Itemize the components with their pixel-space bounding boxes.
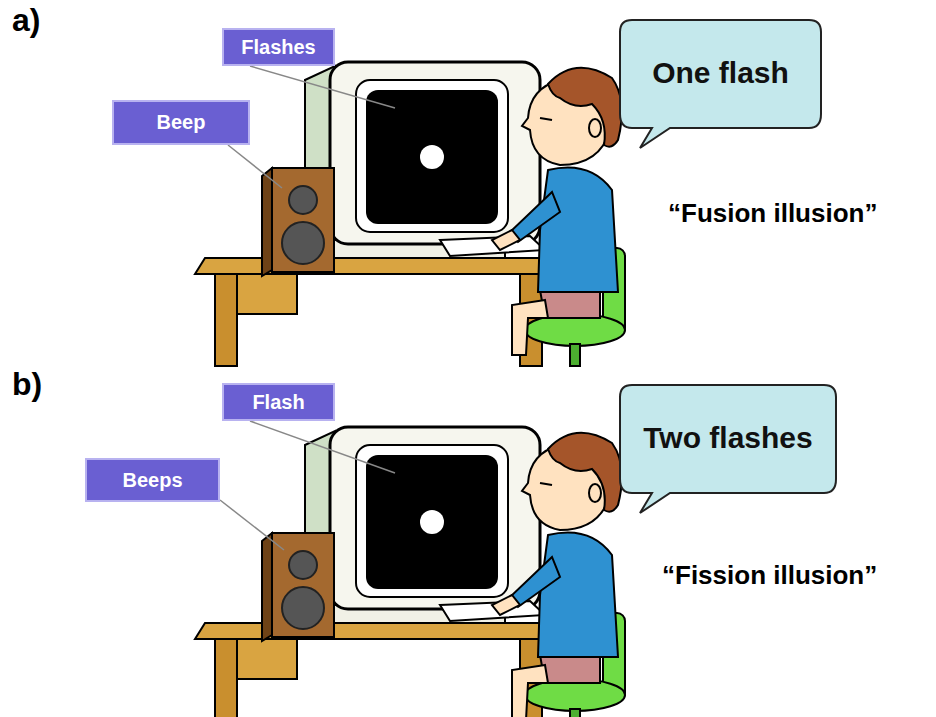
- leader-line: [228, 145, 282, 188]
- bubble-shape: [620, 20, 821, 148]
- panel-label: a): [12, 2, 40, 39]
- label-box: Flash: [222, 383, 335, 421]
- bubble-text-area: Two flashes: [618, 383, 838, 493]
- leader-line: [220, 500, 284, 550]
- bubble-text: Two flashes: [643, 421, 812, 456]
- bubble-text-area: One flash: [618, 18, 823, 128]
- bubble-text: One flash: [652, 56, 789, 91]
- panel-label: b): [12, 366, 42, 403]
- box-text: Flashes: [241, 36, 315, 59]
- illusion-caption: “Fission illusion”: [662, 560, 877, 591]
- scene-b: [195, 427, 625, 717]
- scene-a: [195, 62, 625, 366]
- illusion-caption: “Fusion illusion”: [668, 198, 877, 229]
- leader-line: [250, 66, 395, 108]
- speech-bubble: Two flashes: [618, 383, 838, 515]
- leader-line: [250, 421, 395, 473]
- box-text: Beeps: [122, 469, 182, 492]
- speech-bubble: One flash: [618, 18, 823, 150]
- label-box: Flashes: [222, 28, 335, 66]
- label-box: Beeps: [85, 458, 220, 502]
- label-box: Beep: [112, 100, 250, 145]
- bubble-shape: [620, 385, 836, 513]
- box-text: Flash: [252, 391, 304, 414]
- box-text: Beep: [157, 111, 206, 134]
